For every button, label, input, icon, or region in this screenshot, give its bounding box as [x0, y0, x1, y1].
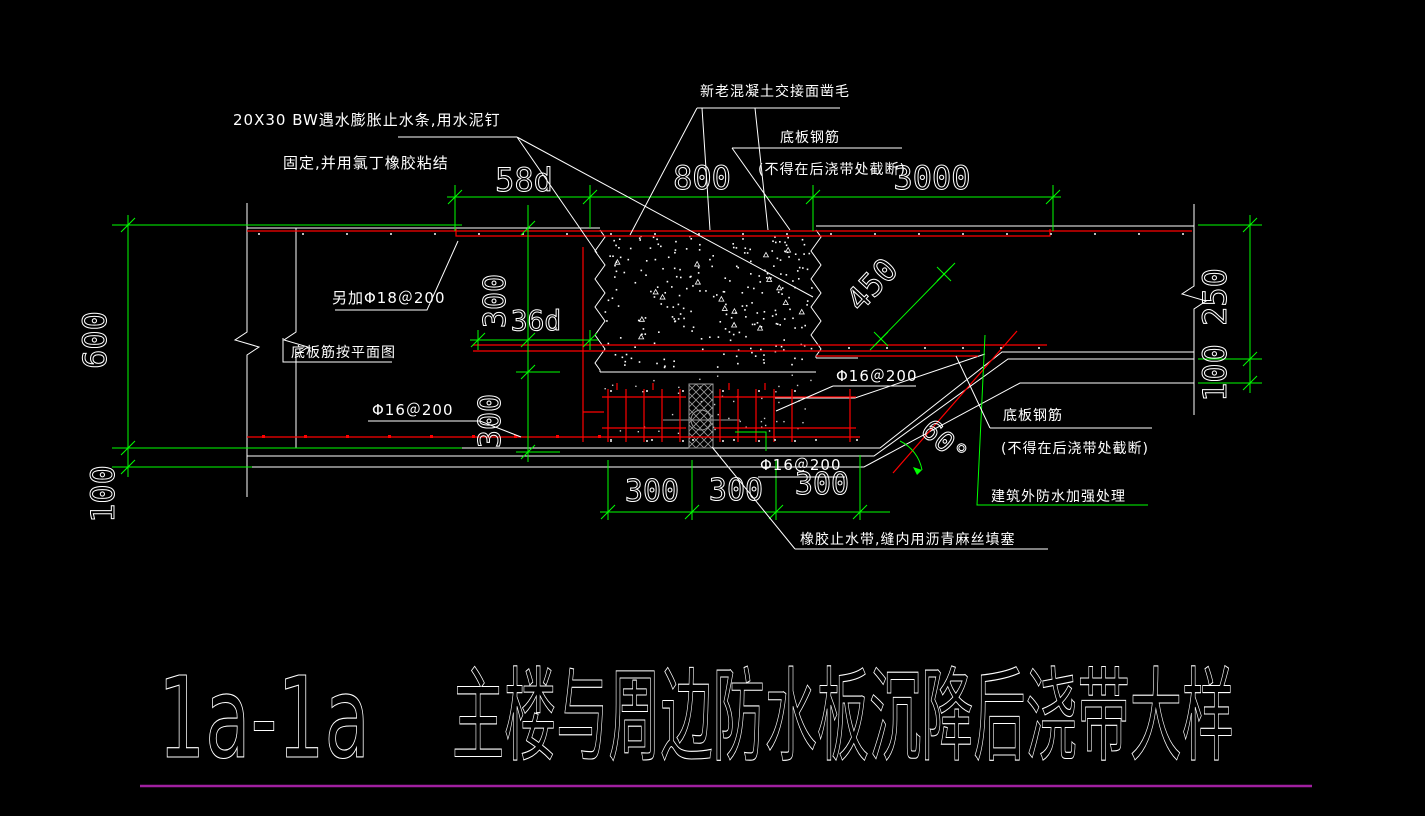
- dim-36d: 36d: [511, 304, 562, 337]
- dimension-texts: 58d 800 3000 600 100 250 100 300 36d 300…: [76, 159, 1235, 524]
- dim-100-left: 100: [84, 465, 122, 523]
- dim-3000: 3000: [893, 159, 970, 197]
- title-section-label: 1a-1a: [158, 654, 370, 784]
- label-phi16-bottom: Φ16＠200: [760, 456, 842, 474]
- rebar-lines: [247, 229, 1192, 474]
- structure-outline: [233, 203, 1208, 497]
- label-extra-bar: 另加Φ18＠200: [332, 289, 446, 307]
- dim-300-lower: 300: [473, 394, 508, 448]
- annotation-leaders: [282, 107, 1152, 550]
- label-bw-strip-line2: 固定,并用氯丁橡胶粘结: [283, 154, 449, 172]
- dim-100-right: 100: [1196, 344, 1234, 402]
- label-bw-strip-line1: 20X30 BW遇水膨胀止水条,用水泥钉: [233, 111, 501, 129]
- label-phi16-left: Φ16＠200: [372, 401, 454, 419]
- label-roughen-surface: 新老混凝土交接面凿毛: [700, 83, 850, 100]
- label-external-waterproofing: 建筑外防水加强处理: [991, 489, 1126, 505]
- dimension-lines: [112, 185, 1262, 520]
- dim-800: 800: [673, 159, 731, 197]
- label-rubber-waterstop: 橡胶止水带,缝内用沥青麻丝填塞: [800, 531, 1015, 548]
- drawing-title: 1a-1a 主楼与周边防水板沉降后浇带大样: [157, 653, 1234, 784]
- dim-450: 450: [838, 250, 905, 318]
- dim-60deg: 60°: [915, 413, 975, 471]
- leader-phi16-bottom: [735, 431, 767, 451]
- label-phi16-mid: Φ16＠200: [836, 367, 918, 385]
- title-text: 主楼与周边防水板沉降后浇带大样: [452, 658, 1234, 777]
- dim-300-b3: 300: [795, 467, 849, 502]
- dim-600: 600: [76, 311, 114, 369]
- rebar-markers: [258, 233, 1184, 442]
- label-slab-bars-per-plan: 底板筋按平面图: [291, 344, 396, 361]
- label-slab-rebar-right: 底板钢筋: [1003, 407, 1063, 424]
- dim-300-b2: 300: [709, 473, 763, 508]
- dim-58d: 58d: [495, 161, 553, 199]
- rubber-waterstop-detail: [663, 383, 740, 449]
- label-slab-rebar-top: 底板钢筋: [780, 129, 840, 146]
- label-slab-rebar-top-note: (不得在后浇带处截断): [758, 161, 906, 178]
- label-slab-rebar-right-note: (不得在后浇带处截断): [1001, 440, 1149, 457]
- leader-external-waterproofing: [976, 334, 1148, 506]
- new-concrete-stipple: [604, 235, 813, 435]
- dim-300-upper: 300: [478, 274, 513, 328]
- annotation-texts: 20X30 BW遇水膨胀止水条,用水泥钉 固定,并用氯丁橡胶粘结 新老混凝土交接…: [233, 83, 1149, 548]
- dim-300-b1: 300: [625, 474, 679, 509]
- dim-250: 250: [1196, 268, 1234, 326]
